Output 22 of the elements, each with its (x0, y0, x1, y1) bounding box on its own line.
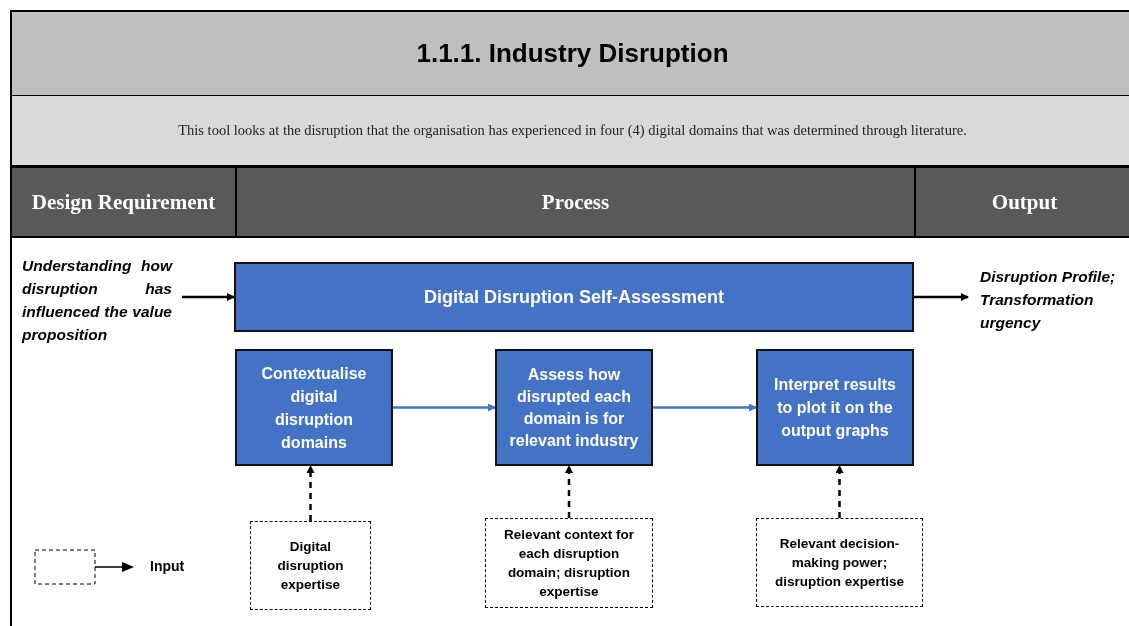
process-step-box: Interpret results to plot it on the output graphs (756, 349, 914, 466)
dashed-arrow (565, 465, 573, 518)
output-text: Disruption Profile; Transformation urgency (980, 265, 1120, 337)
column-header: Output (914, 166, 1129, 238)
process-step-box: Assess how disrupted each domain is for relevant industry (495, 349, 653, 466)
arrow (653, 403, 757, 412)
column-header: Design Requirement (10, 166, 237, 238)
input-text: Understanding how disruption has influenced the value proposition (22, 254, 172, 348)
input-box: Digital disruption expertise (250, 521, 371, 610)
description-band: This tool looks at the disruption that the organisation has experienced in four (4) digital domains that was determined through literature. (10, 96, 1129, 167)
arrow (182, 293, 235, 301)
title-band: 1.1.1. Industry Disruption (10, 10, 1129, 97)
dashed-arrow (306, 465, 315, 521)
process-box: Digital Disruption Self-Assessment (234, 262, 914, 332)
arrow (393, 403, 496, 412)
input-box: Relevant decision-making power; disruption expertise (756, 518, 923, 607)
arrow (914, 293, 969, 301)
column-header: Process (235, 166, 916, 238)
process-step-box: Contextualise digital disruption domains (235, 349, 393, 466)
dashed-arrow (835, 465, 844, 518)
input-box: Relevant context for each disruption domain; disruption expertise (485, 518, 653, 608)
legend-label: Input (150, 558, 185, 574)
